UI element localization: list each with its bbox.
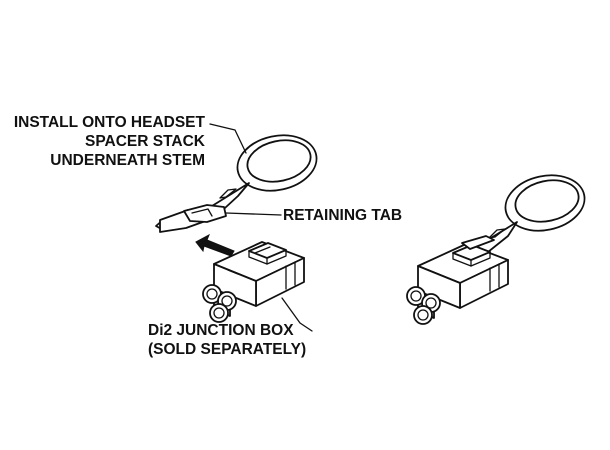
- callout-install-line3: UNDERNEATH STEM: [50, 152, 205, 169]
- junction-box-left: [202, 241, 305, 323]
- leader-lines: [209, 123, 313, 332]
- up-left-arrow-icon: [195, 233, 235, 257]
- callout-install-line2: SPACER STACK: [85, 133, 206, 150]
- callout-install-line1: INSTALL ONTO HEADSET: [14, 114, 206, 131]
- callout-junction-line2: (SOLD SEPARATELY): [148, 341, 306, 358]
- assembled-view: [406, 174, 586, 325]
- callout-junction-line1: Di2 JUNCTION BOX: [148, 322, 294, 339]
- bracket-left: [155, 134, 318, 233]
- callout-retaining-tab: RETAINING TAB: [283, 207, 402, 224]
- exploded-view: [155, 123, 318, 332]
